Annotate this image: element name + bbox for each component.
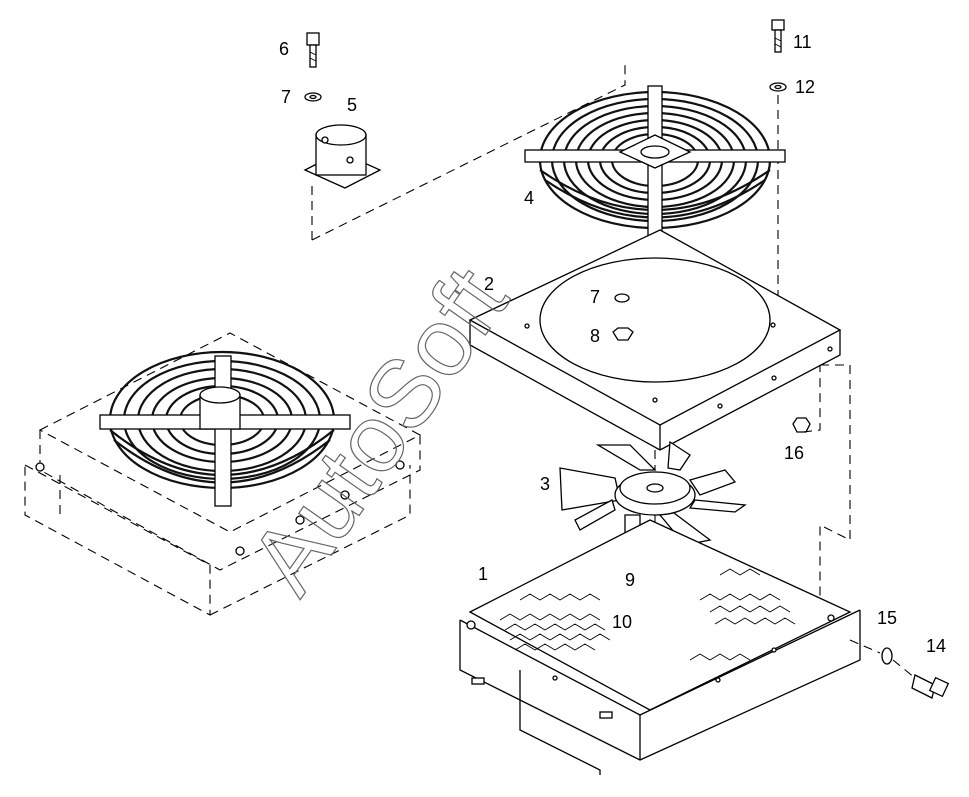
- callout-7-top: 7: [281, 87, 291, 107]
- part-washer-15: [881, 647, 893, 665]
- radiator-core-left: [499, 593, 611, 651]
- callout-15: 15: [877, 608, 897, 628]
- callout-7-mid: 7: [590, 287, 600, 307]
- callout-2: 2: [484, 274, 494, 294]
- part-nut-16: [792, 417, 811, 433]
- part-nut-8: [612, 327, 634, 341]
- assembled-motor: [199, 386, 241, 430]
- part-washer-7-mid: [614, 293, 630, 303]
- callout-4: 4: [524, 188, 534, 208]
- part-bolt-14: [911, 674, 950, 699]
- callout-12: 12: [795, 77, 815, 97]
- callout-11: 11: [793, 32, 812, 52]
- part-bolt-11: [771, 19, 785, 53]
- callout-16: 16: [784, 443, 804, 463]
- callout-9: 9: [625, 570, 635, 590]
- callout-6: 6: [279, 39, 289, 59]
- part-washer-12: [769, 82, 787, 92]
- part-fan-blade: [559, 440, 747, 551]
- part-fan-guard: [524, 85, 786, 239]
- callout-5: 5: [347, 95, 357, 115]
- part-fan-shroud: [468, 229, 842, 451]
- assembled-fan-unit: [24, 332, 422, 616]
- part-motor: [303, 124, 382, 189]
- part-washer-7-top: [304, 92, 322, 102]
- radiator-core-right: [689, 568, 796, 661]
- callout-1: 1: [478, 564, 488, 584]
- callout-3: 3: [540, 474, 550, 494]
- callout-8: 8: [590, 326, 600, 346]
- part-bolt-6: [306, 32, 320, 68]
- callout-14: 14: [926, 636, 946, 656]
- part-radiator-base: [459, 519, 861, 775]
- callout-10: 10: [612, 612, 632, 632]
